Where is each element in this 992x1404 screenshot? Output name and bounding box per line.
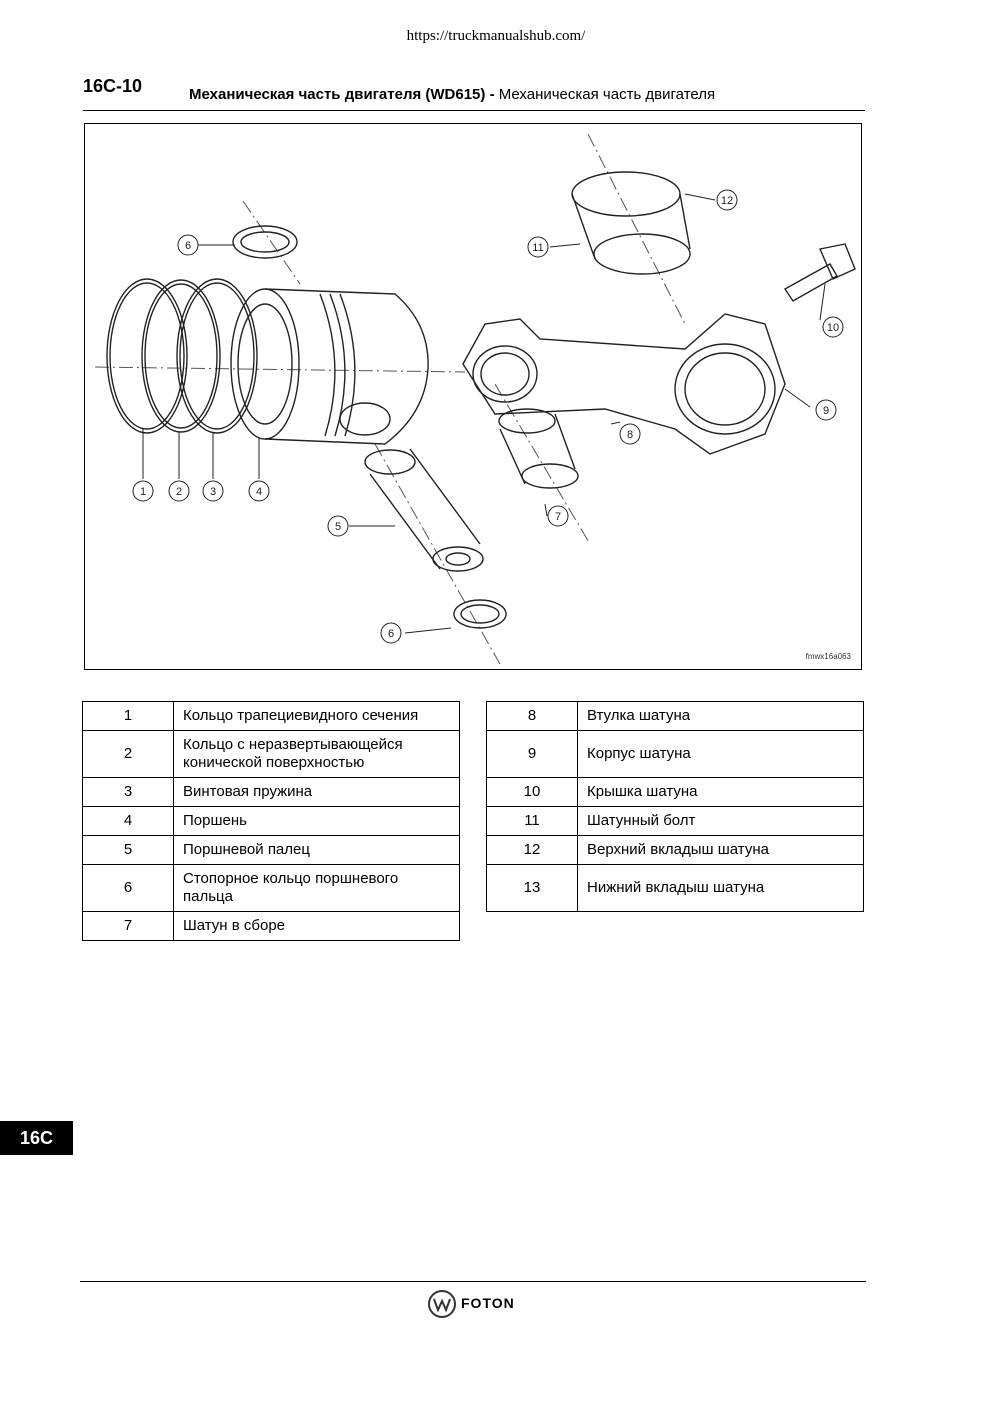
part-number: 2 [82, 730, 174, 778]
figure-code: fmwx16a063 [805, 652, 851, 661]
part-name: Поршень [173, 806, 460, 836]
part-name: Корпус шатуна [577, 730, 864, 778]
part-number: 5 [82, 835, 174, 865]
part-number: 13 [486, 864, 578, 912]
callout-7: 7 [555, 511, 561, 523]
section-tab: 16C [0, 1121, 73, 1155]
part-name: Шатунный болт [577, 806, 864, 836]
part-number: 9 [486, 730, 578, 778]
callout-2: 2 [176, 486, 182, 498]
footer-divider [80, 1281, 866, 1282]
callout-3: 3 [210, 486, 216, 498]
page-title: Механическая часть двигателя (WD615) - М… [189, 86, 715, 103]
callout-6-top: 6 [185, 240, 191, 252]
part-name: Втулка шатуна [577, 701, 864, 731]
foton-logo-icon [428, 1290, 456, 1318]
callout-12: 12 [721, 195, 733, 207]
part-name: Кольцо с неразвертывающейся конической п… [173, 730, 460, 778]
part-name: Нижний вкладыш шатуна [577, 864, 864, 912]
callout-8: 8 [627, 429, 633, 441]
part-number: 10 [486, 777, 578, 807]
callout-9: 9 [823, 405, 829, 417]
part-name: Верхний вкладыш шатуна [577, 835, 864, 865]
source-url: https://truckmanualshub.com/ [406, 28, 586, 44]
part-number: 12 [486, 835, 578, 865]
piston-connecting-rod-illustration: 1 2 3 4 5 6 6 7 8 9 10 11 12 [94, 133, 856, 665]
callout-5: 5 [335, 521, 341, 533]
page-title-regular: Механическая часть двигателя [494, 86, 716, 103]
part-number: 8 [486, 701, 578, 731]
part-number: 6 [82, 864, 174, 912]
callout-1: 1 [140, 486, 146, 498]
page-title-bold: Механическая часть двигателя (WD615) - [189, 86, 495, 103]
brand-name: FOTON [461, 1295, 515, 1311]
part-number: 7 [82, 911, 174, 941]
page-number: 16C-10 [83, 76, 143, 96]
part-name: Шатун в сборе [173, 911, 460, 941]
callout-10: 10 [827, 322, 839, 334]
part-name: Кольцо трапециевидного сечения [173, 701, 460, 731]
callout-4: 4 [256, 486, 262, 498]
callout-11: 11 [532, 242, 543, 254]
part-number: 3 [82, 777, 174, 807]
part-name: Поршневой палец [173, 835, 460, 865]
part-name: Стопорное кольцо поршневого пальца [173, 864, 460, 912]
part-name: Винтовая пружина [173, 777, 460, 807]
part-number: 1 [82, 701, 174, 731]
exploded-diagram: 1 2 3 4 5 6 6 7 8 9 10 11 12 fmwx16a063 [84, 123, 862, 670]
part-number: 4 [82, 806, 174, 836]
part-name: Крышка шатуна [577, 777, 864, 807]
brand-logo: FOTON [427, 1289, 527, 1319]
part-number: 11 [486, 806, 578, 836]
callout-6-bottom: 6 [388, 628, 394, 640]
header-divider [83, 110, 865, 111]
